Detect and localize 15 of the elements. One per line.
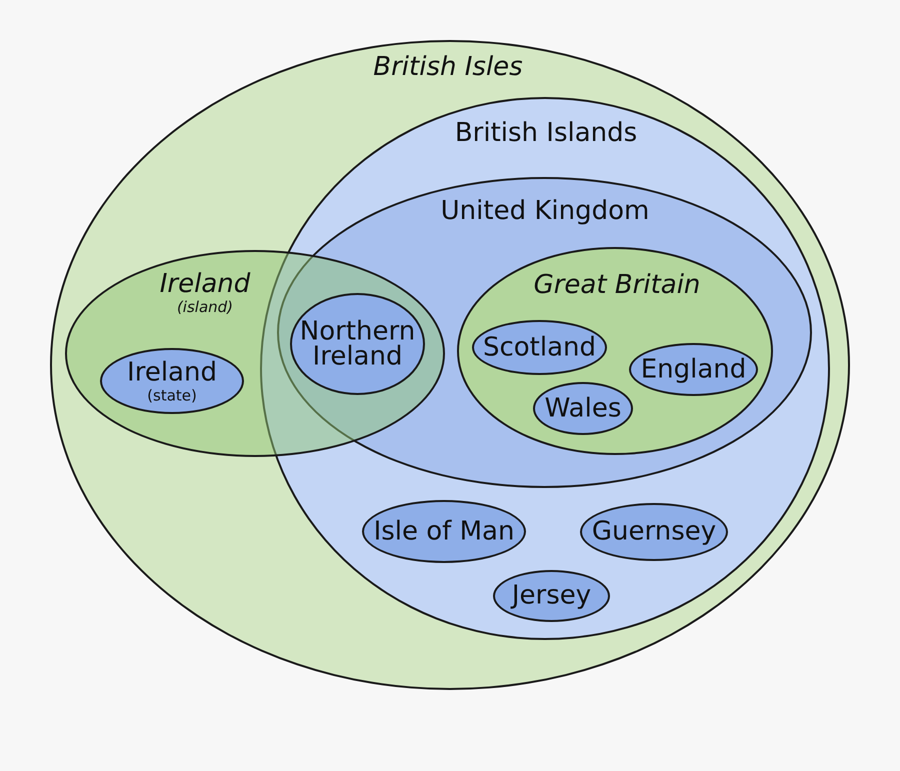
region-name: Scotland [482,333,596,362]
region-name: Great Britain [534,271,700,300]
region-name: Northern Ireland [298,319,416,369]
region-name: British Isles [373,53,523,82]
region-name: United Kingdom [440,197,650,226]
region-name: England [640,355,746,384]
region-name: Guernsey [592,518,716,546]
region-note: (island) [176,298,234,316]
region-name: Jersey [512,582,592,610]
region-name: Ireland [160,270,250,299]
region-name: Isle of Man [374,517,514,546]
region-name: British Islands [454,119,638,148]
region-name: Wales [544,394,622,423]
region-name: Ireland [127,358,217,388]
region-note: (state) [147,387,197,404]
